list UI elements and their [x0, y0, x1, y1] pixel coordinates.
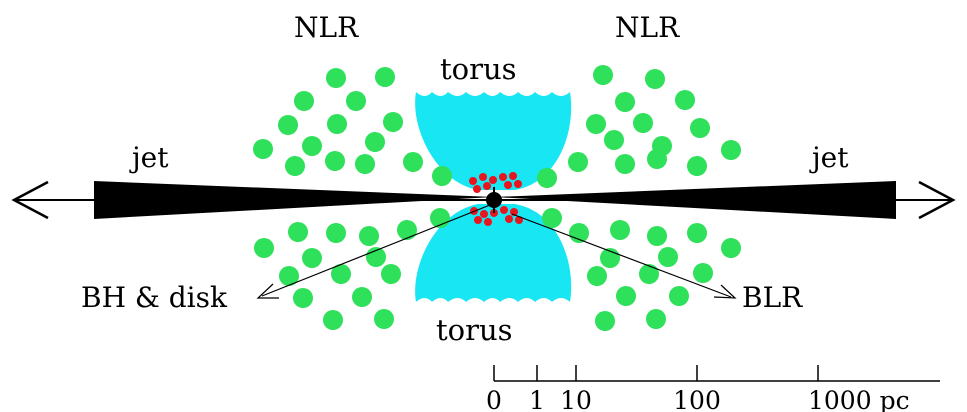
torus-top-label: torus: [440, 52, 517, 86]
torus-bottom-shape: [415, 204, 572, 302]
torus-top-shape: [415, 92, 572, 190]
jet-right-label: jet: [809, 141, 849, 174]
scale-tick-label: 1: [529, 386, 545, 412]
arrow-left-head: [11, 180, 49, 220]
nlr-clouds: [253, 65, 741, 331]
scale-tick-label: 10: [560, 386, 592, 412]
jet-left-label: jet: [129, 141, 169, 174]
pointer-blr-line: [511, 213, 732, 298]
scale-tick-label: 1000 pc: [808, 386, 910, 412]
black-hole: [486, 192, 502, 208]
pointer-blr-head: [713, 284, 737, 299]
pointer-bh-line: [261, 204, 491, 297]
scale-tick-label: 0: [486, 386, 502, 412]
blr-label: BLR: [742, 281, 803, 314]
bh-disk-label: BH & disk: [81, 281, 228, 314]
arrow-right-head: [918, 180, 956, 220]
distance-scale: 0 1 10 100 1000 pc: [486, 365, 940, 412]
pointer-bh-head: [256, 283, 279, 299]
nlr-left-label: NLR: [294, 11, 359, 44]
nlr-right-label: NLR: [615, 11, 680, 44]
torus-bottom-label: torus: [436, 313, 513, 347]
scale-tick-label: 100: [673, 386, 721, 412]
